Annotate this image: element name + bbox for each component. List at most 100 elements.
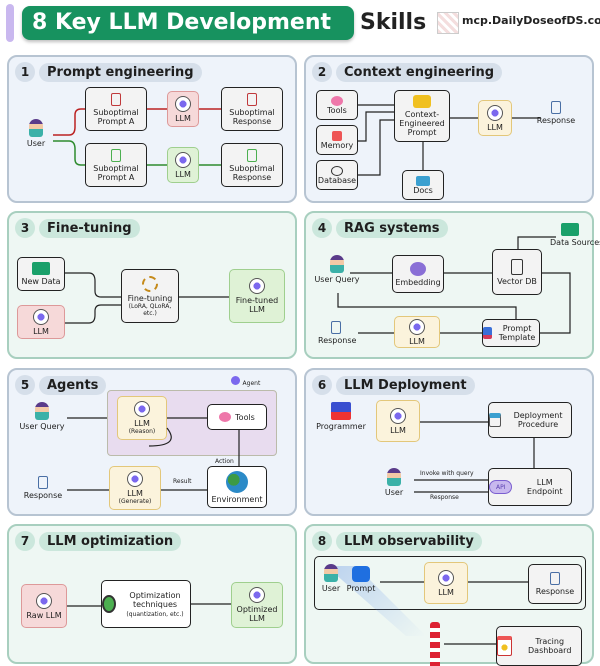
fine-tuned-llm-node: Fine-tuned LLM [229,269,285,323]
cloud-monitor-icon [489,413,502,427]
section-title: RAG systems [336,218,448,238]
server-icon [511,258,523,275]
prompt-node: Prompt [346,566,376,593]
llm-generate-node: LLM(Generate) [109,466,161,510]
section-title: LLM observability [336,531,482,551]
document-icon [38,476,48,489]
llm-bottom: LLM [167,147,199,183]
agent-legend: Agent [231,376,260,387]
document-icon [551,101,561,114]
new-data-node: New Data [17,257,65,291]
llm-node: LLM [424,562,468,604]
section-number: 4 [312,218,332,238]
llm-brain-icon [249,278,265,294]
embedding-node: Embedding [392,255,444,293]
document-icon [111,148,121,162]
database-node: Database [316,160,358,190]
llm-brain-icon [390,407,406,424]
document-icon [331,321,341,334]
section-number: 3 [15,218,35,238]
raw-llm-node: Raw LLM [21,584,67,628]
user-query-node: User Query [314,255,360,284]
programmer-icon [331,402,351,420]
user-icon [324,564,338,582]
llm-brain-icon [36,592,52,609]
dashboard-chart-icon [497,636,513,656]
context-prompt-node: Context-Engineered Prompt [394,90,450,142]
llm-node: LLM [478,100,512,136]
database-icon [331,165,343,176]
environment-node: Environment [207,466,267,508]
response-node: Response [318,321,356,345]
data-sources-node: Data Sources [550,223,600,247]
docs-icon [416,175,430,186]
tracing-dashboard-node: Tracing Dashboard [496,626,582,666]
llm-top: LLM [167,91,199,127]
globe-icon [226,470,248,493]
result-label: Result [173,478,192,485]
llm-node: LLM [376,400,420,442]
section-title: LLM Deployment [336,375,475,395]
section-number: 1 [15,62,35,82]
site-link[interactable]: mcp.DailyDoseofDS.com [462,14,600,27]
section-title: Prompt engineering [39,62,202,82]
memory-chip-icon [332,130,342,141]
document-icon [247,92,257,106]
document-icon [550,572,560,585]
tools-node: Tools [207,404,267,430]
llm-reason-node: LLM(Reason) [117,396,167,440]
invoke-label: Invoke with query [420,470,474,477]
user-node: User [380,468,408,497]
section-number: 7 [15,531,35,551]
chat-bubbles-icon [413,95,431,108]
chat-bubbles-icon [483,327,493,339]
docs-node: Docs [402,170,444,200]
api-cloud-icon: API [489,480,513,494]
llm-brain-icon [33,308,49,325]
section-number: 5 [15,375,35,395]
folder-icon [32,262,50,275]
tools-icon [331,95,343,106]
llm-brain-icon [409,318,425,335]
tools-node: Tools [316,90,358,120]
response-node: Response [23,476,63,500]
programmer-node: Programmer [316,402,366,431]
action-label: Action [215,458,234,465]
site-logo-icon [437,12,459,34]
user-node: User [320,564,342,593]
tools-icon [219,412,232,422]
llm-brain-icon [134,401,150,417]
page-title-suffix: Skills [360,10,427,35]
prompt-a-top: Suboptimal Prompt A [85,87,147,131]
prompt-template-node: Prompt Template [482,319,540,347]
response-label: Response [430,494,459,501]
llm-node: LLM [17,305,65,339]
optimization-techniques-node: Optimization techniques(quantization, et… [101,580,191,628]
llm-brain-icon [249,587,265,603]
user-icon [387,468,401,486]
optimized-llm-node: Optimized LLM [231,582,283,628]
response-node: Response [536,101,576,125]
llm-brain-icon [127,471,143,487]
user-icon [35,402,49,420]
section-title: Fine-tuning [39,218,140,238]
gear-check-icon [102,595,117,613]
page-title: 8 Key LLM Development [22,6,354,40]
llm-brain-icon [438,569,454,586]
document-icon [247,148,257,162]
memory-node: Memory [316,125,358,155]
deployment-procedure-node: Deployment Procedure [488,402,572,438]
section-title: Agents [39,375,107,395]
user-icon [29,119,43,137]
section-number: 8 [312,531,332,551]
response-top: Suboptimal Response [221,87,283,131]
